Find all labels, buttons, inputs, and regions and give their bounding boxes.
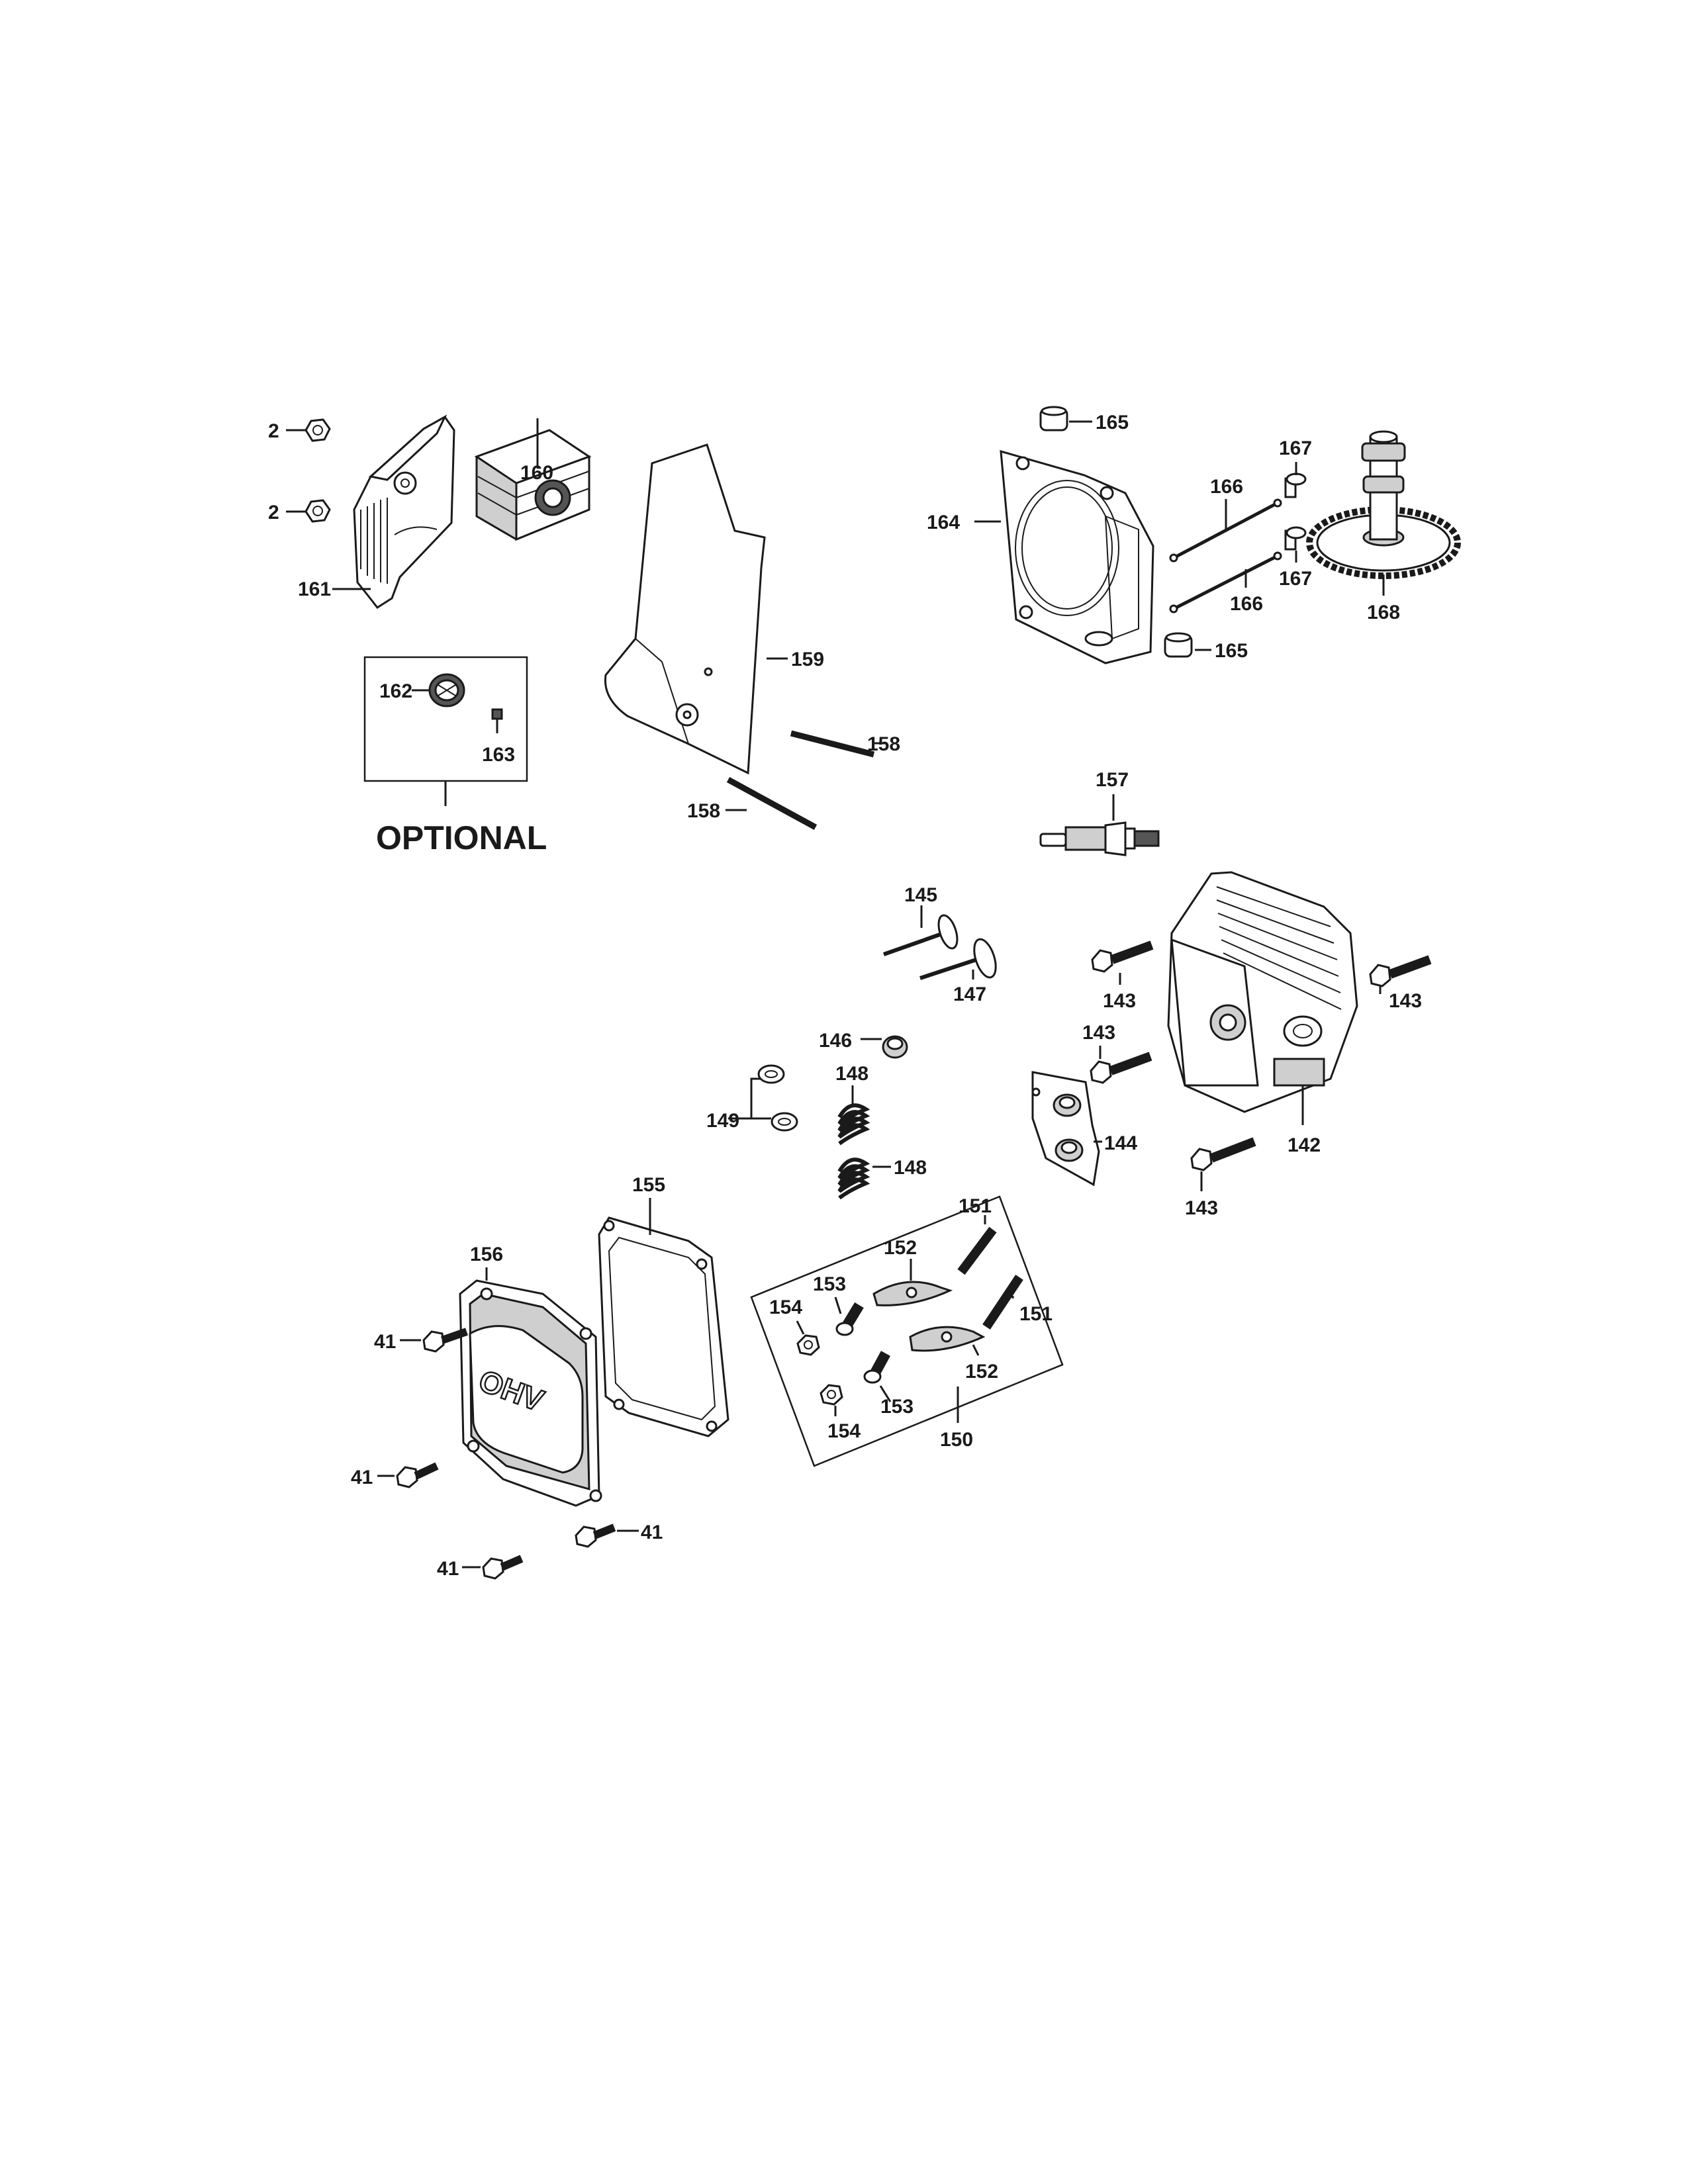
optional-label: OPTIONAL xyxy=(376,819,547,856)
stud-158-upper: 158 xyxy=(790,730,900,758)
label-143-lower: 143 xyxy=(1185,1197,1218,1219)
label-143-middle: 143 xyxy=(1082,1022,1115,1044)
label-41-left: 41 xyxy=(351,1467,373,1488)
label-167-lower: 167 xyxy=(1279,568,1312,590)
plate-144: 144 xyxy=(1031,1071,1137,1187)
label-156: 156 xyxy=(470,1244,503,1265)
label-166-lower: 166 xyxy=(1230,593,1263,615)
muffler-guard: 161 xyxy=(298,414,455,609)
label-145: 145 xyxy=(904,884,937,906)
dowel-165-upper: 165 xyxy=(1039,406,1129,433)
bolt-41-bottom: 41 xyxy=(437,1555,524,1580)
label-153-lower: 153 xyxy=(880,1396,914,1418)
nut-2-upper: 2 xyxy=(268,418,331,442)
spark-plug-157: 157 xyxy=(1039,769,1160,856)
cylinder-head-fins xyxy=(1216,886,1342,1010)
label-2-lower: 2 xyxy=(268,502,279,523)
heat-shield-159: 159 xyxy=(604,443,824,775)
label-142: 142 xyxy=(1288,1134,1321,1156)
cover-gasket-155: 155 xyxy=(598,1174,729,1437)
label-151-lower: 151 xyxy=(1019,1303,1053,1325)
tappet-167-upper: 167 xyxy=(1279,437,1312,498)
rocker-kit-150: 150 xyxy=(750,1195,1064,1467)
bolt-143-upper-left: 143 xyxy=(1091,940,1154,1012)
label-151-upper: 151 xyxy=(959,1195,992,1217)
pivot-153-upper: 153 xyxy=(813,1273,864,1336)
label-159: 159 xyxy=(791,649,824,670)
screw-163: 163 xyxy=(482,708,515,766)
label-41-upper: 41 xyxy=(374,1331,396,1353)
washers-149: 149 xyxy=(706,1064,798,1132)
label-153-upper: 153 xyxy=(813,1273,846,1295)
label-149: 149 xyxy=(706,1110,739,1132)
bolt-143-middle: 143 xyxy=(1082,1022,1152,1084)
label-152-upper: 152 xyxy=(884,1237,917,1259)
rocker-arm-152-upper: 152 xyxy=(872,1237,953,1306)
label-144: 144 xyxy=(1104,1132,1137,1154)
stud-158-lower: 158 xyxy=(687,777,818,830)
label-41-bottom: 41 xyxy=(437,1558,459,1580)
valve-spring-148-upper: 148 xyxy=(835,1063,870,1146)
pushrod-166-upper: 166 xyxy=(1169,476,1282,563)
label-152-lower: 152 xyxy=(965,1361,998,1383)
label-148-upper: 148 xyxy=(835,1063,868,1085)
label-147: 147 xyxy=(953,983,986,1005)
label-150: 150 xyxy=(940,1429,973,1451)
valve-cover-156: OHV 156 xyxy=(459,1244,602,1507)
label-154-upper: 154 xyxy=(769,1297,802,1318)
label-157: 157 xyxy=(1096,769,1129,791)
cylinder-head-142: 142 xyxy=(1167,871,1358,1156)
dowel-165-lower: 165 xyxy=(1164,632,1248,662)
rocker-stud-151-lower: 151 xyxy=(982,1275,1053,1330)
nut-2-lower: 2 xyxy=(268,499,331,523)
rocker-arm-152-lower: 152 xyxy=(909,1326,998,1383)
valve-seal-146: 146 xyxy=(819,1030,908,1059)
pushrod-166-lower: 166 xyxy=(1169,551,1282,615)
label-146: 146 xyxy=(819,1030,852,1052)
head-gasket-164: 164 xyxy=(927,449,1154,664)
label-148-lower: 148 xyxy=(894,1157,927,1179)
valve-147: 147 xyxy=(919,938,997,1005)
spark-arrestor-screen-162: 162 xyxy=(379,673,465,707)
valve-spring-148-lower: 148 xyxy=(837,1157,927,1200)
rocker-stud-151-upper: 151 xyxy=(957,1195,997,1275)
valve-145: 145 xyxy=(883,884,959,956)
nut-154-lower: 154 xyxy=(820,1384,861,1442)
muffler-body: 160 xyxy=(474,418,592,541)
tappet-167-lower: 167 xyxy=(1279,526,1312,590)
label-165-upper: 165 xyxy=(1096,412,1129,433)
label-143-upper-left: 143 xyxy=(1103,990,1136,1012)
pivot-153-lower: 153 xyxy=(863,1351,914,1418)
label-163: 163 xyxy=(482,744,515,766)
label-154-lower: 154 xyxy=(827,1420,861,1442)
label-164: 164 xyxy=(927,512,960,533)
bolt-41-upper: 41 xyxy=(374,1328,468,1353)
label-155: 155 xyxy=(632,1174,665,1196)
camshaft-gear-168: 168 xyxy=(1306,430,1461,623)
label-165-lower: 165 xyxy=(1215,640,1248,662)
label-168: 168 xyxy=(1367,602,1400,623)
bolt-143-lower: 143 xyxy=(1185,1137,1256,1219)
bolt-143-upper-right: 143 xyxy=(1369,955,1432,1012)
nut-154-upper: 154 xyxy=(769,1297,820,1356)
label-2-upper: 2 xyxy=(268,420,279,442)
bolt-41-right: 41 xyxy=(575,1522,663,1548)
muffler-guard-slats xyxy=(360,498,388,584)
bolt-41-left: 41 xyxy=(351,1462,439,1488)
label-166-upper: 166 xyxy=(1210,476,1243,498)
label-162: 162 xyxy=(379,680,412,702)
optional-group: 162 163 OPTIONAL xyxy=(363,656,547,856)
label-143-upper-right: 143 xyxy=(1389,990,1422,1012)
label-158-lower: 158 xyxy=(687,800,720,822)
label-161: 161 xyxy=(298,578,331,600)
label-167-upper: 167 xyxy=(1279,437,1312,459)
label-41-right: 41 xyxy=(641,1522,663,1543)
label-158-upper: 158 xyxy=(867,733,900,755)
